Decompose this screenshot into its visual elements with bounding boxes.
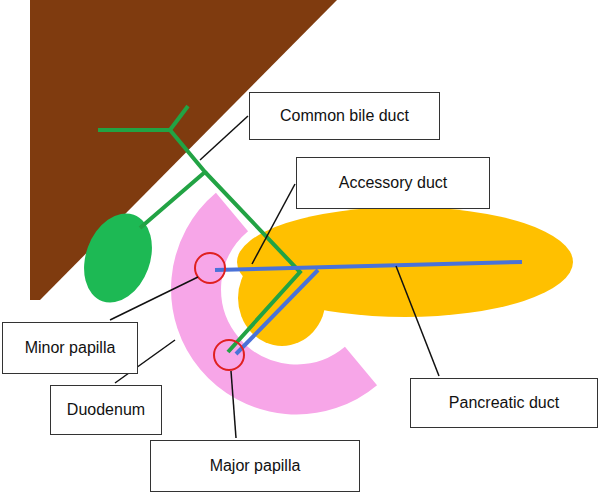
label-box: Minor papilla <box>2 322 138 374</box>
ventral-duct <box>236 270 318 354</box>
minor-papilla-marker <box>195 253 225 283</box>
cystic-duct <box>140 130 205 228</box>
label-text: Accessory duct <box>339 173 447 192</box>
label-text: Pancreatic duct <box>449 393 559 412</box>
leader-line <box>110 277 198 320</box>
leader-line <box>396 266 439 376</box>
label-text: Major papilla <box>210 456 301 475</box>
hepatic-ducts <box>98 106 188 130</box>
label-text: Common bile duct <box>280 106 409 125</box>
label-text: Minor papilla <box>25 338 116 357</box>
leader-line <box>252 184 295 264</box>
label-box: Accessory duct <box>296 157 490 209</box>
bile-duct <box>205 172 300 352</box>
label-box: Pancreatic duct <box>410 378 598 428</box>
leader-line <box>200 116 248 160</box>
label-box: Common bile duct <box>249 92 440 140</box>
pancreas-head <box>238 250 326 346</box>
biliary-tree <box>98 106 300 352</box>
label-box: Major papilla <box>150 440 360 492</box>
label-box: Duodenum <box>50 385 162 435</box>
main-duct <box>215 262 522 270</box>
major-papilla-marker <box>214 340 244 370</box>
label-text: Duodenum <box>67 400 145 419</box>
pancreatic-ducts <box>215 262 522 354</box>
leader-line <box>231 371 236 438</box>
